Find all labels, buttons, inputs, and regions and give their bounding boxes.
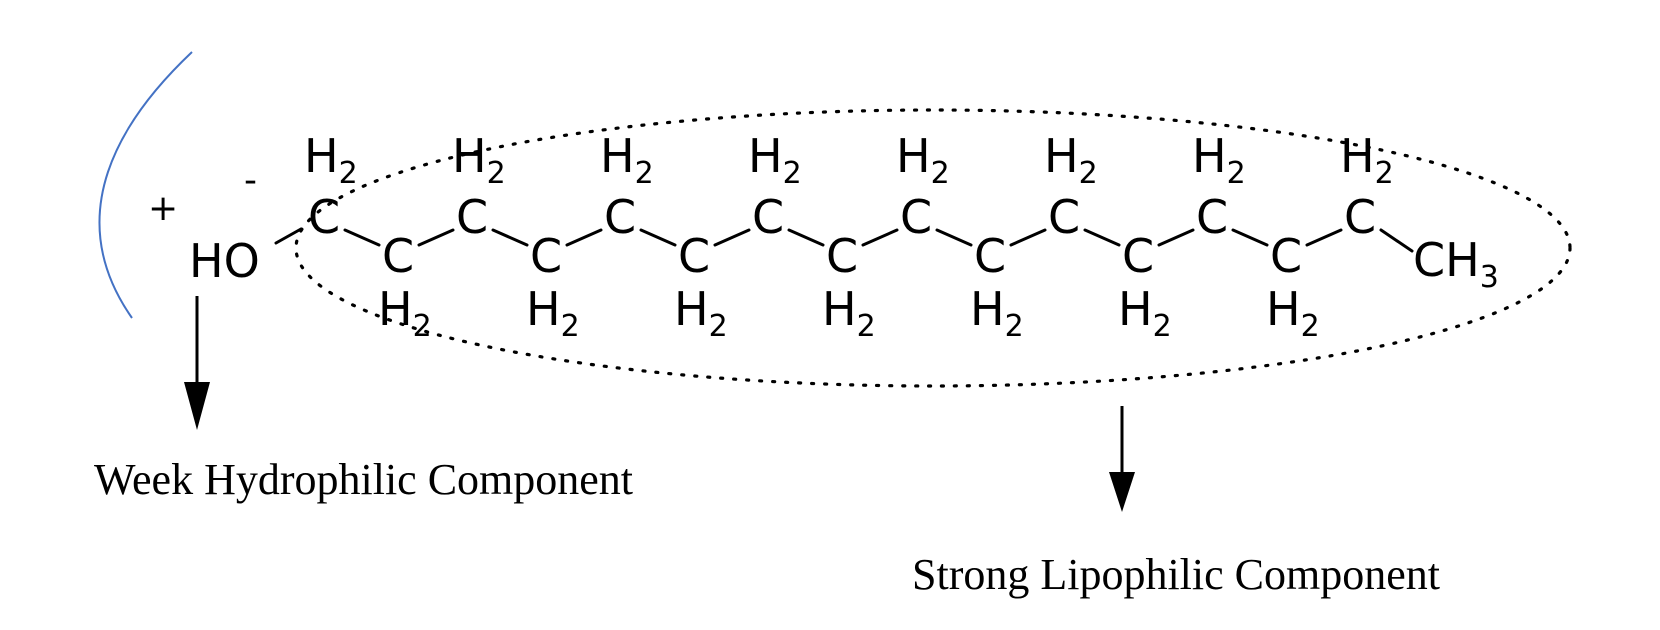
chain-h2: H2 [600,129,654,191]
bond-line [935,228,973,247]
chain-bonds [274,227,1414,253]
charge-minus: - [244,160,257,201]
chain-h2: H2 [970,282,1024,344]
chain-carbon: C [1344,190,1376,244]
chain-carbon: C [604,190,636,244]
chain-atoms: CH2CH2CH2CH2CH2CH2CH2CH2CH2CH2CH2CH2CH2C… [304,129,1394,344]
chain-h2: H2 [822,282,876,344]
bond-line [1305,228,1343,247]
chain-carbon: C [382,229,414,283]
chain-h2: H2 [896,129,950,191]
chain-h2: H2 [378,282,432,344]
bond-line [861,228,899,247]
chain-carbon: C [826,229,858,283]
chain-h2: H2 [304,129,358,191]
bond-line [417,228,455,247]
charge-plus: + [148,188,178,229]
lipophilic-arrow-head [1109,472,1135,512]
bond-line [639,228,677,247]
chain-carbon: C [530,229,562,283]
hydrophilic-arrow-head [184,382,210,430]
lipophilic-ellipse [294,108,1572,388]
chain-h2: H2 [526,282,580,344]
chain-h2: H2 [748,129,802,191]
head-group-ho: HO [189,234,260,288]
bond-line [1009,228,1047,247]
chain-carbon: C [308,190,340,244]
bond-line [491,228,529,247]
terminal-ch3: CH3 [1413,233,1499,295]
chain-carbon: C [752,190,784,244]
chain-carbon: C [900,190,932,244]
bond-line [343,228,381,247]
chain-h2: H2 [1340,129,1394,191]
blue-arc [98,51,193,319]
chain-carbon: C [456,190,488,244]
hydrophilic-caption: Week Hydrophilic Component [94,455,633,504]
bond-line [1379,228,1414,253]
chain-carbon: C [1270,229,1302,283]
chain-h2: H2 [452,129,506,191]
chain-h2: H2 [1266,282,1320,344]
chain-h2: H2 [674,282,728,344]
chain-h2: H2 [1118,282,1172,344]
chain-carbon: C [1048,190,1080,244]
chain-h2: H2 [1192,129,1246,191]
chain-carbon: C [974,229,1006,283]
bond-line [1083,228,1121,247]
chain-carbon: C [678,229,710,283]
bond-line [713,228,751,247]
bond-line [565,228,603,247]
chain-h2: H2 [1044,129,1098,191]
chain-carbon: C [1122,229,1154,283]
lipophilic-caption: Strong Lipophilic Component [912,550,1440,599]
chain-carbon: C [1196,190,1228,244]
bond-line [1231,228,1269,247]
bond-line [787,228,825,247]
bond-line [274,227,303,245]
bond-line [1157,228,1195,247]
